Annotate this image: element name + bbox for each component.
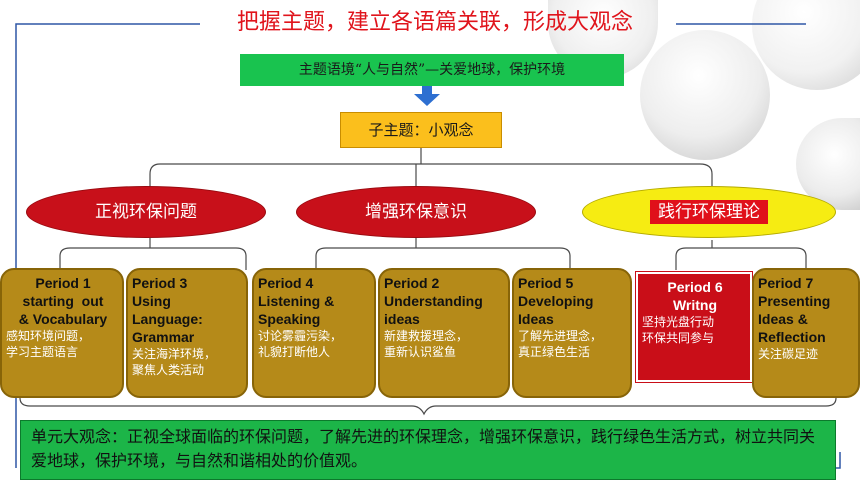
period-heading: Period 2 Understanding ideas (384, 275, 483, 327)
decor-sphere-medium (640, 30, 770, 160)
period-description: 了解先进理念， 真正绿色生活 (518, 329, 603, 359)
period-card-2: Period 3 Using Language: Grammar 关注海洋环境，… (126, 268, 248, 398)
period-card-4: Period 2 Understanding ideas 新建救援理念， 重新认… (378, 268, 510, 398)
period-card-1: Period 1 starting out & Vocabulary 感知环境问… (0, 268, 124, 398)
diagram-title: 把握主题，建立各语篇关联，形成大观念 (236, 10, 633, 35)
period-heading: Period 3 Using Language: Grammar (132, 275, 203, 345)
period-heading: Period 7 Presenting Ideas & Reflection (758, 275, 831, 345)
period-description: 关注海洋环境， 聚焦人类活动 (132, 347, 217, 377)
period-card-7: Period 7 Presenting Ideas & Reflection 关… (752, 268, 860, 398)
category-label-3: 践行环保理论 (650, 200, 768, 224)
period-heading: Period 5 Developing Ideas (518, 275, 594, 327)
period-heading: Period 6 Writng (667, 279, 723, 313)
subtopic-box: 子主题：小观念 (340, 112, 502, 148)
period-card-3: Period 4 Listening & Speaking 讨论雾霾污染， 礼貌… (252, 268, 376, 398)
period-description: 坚持光盘行动 环保共同参与 (642, 315, 715, 345)
unit-big-idea-box: 单元大观念：正视全球面临的环保问题，了解先进的环保理念，增强环保意识，践行绿色生… (20, 420, 836, 480)
theme-context-box: 主题语境“人与自然”—关爱地球，保护环境 (240, 54, 624, 86)
period-description: 新建救援理念， 重新认识鲨鱼 (384, 329, 469, 359)
period-card-5: Period 5 Developing Ideas 了解先进理念， 真正绿色生活 (512, 268, 632, 398)
period-heading: Period 1 starting out & Vocabulary (18, 275, 108, 327)
period-description: 感知环境问题， 学习主题语言 (6, 329, 91, 359)
category-ellipse-3: 践行环保理论 (582, 186, 836, 238)
period-card-6: Period 6 Writng 坚持光盘行动 环保共同参与 (636, 272, 752, 382)
period-heading: Period 4 Listening & Speaking (258, 275, 335, 327)
period-description: 讨论雾霾污染， 礼貌打断他人 (258, 329, 343, 359)
category-ellipse-1: 正视环保问题 (26, 186, 266, 238)
period-description: 关注碳足迹 (758, 347, 819, 361)
category-ellipse-2: 增强环保意识 (296, 186, 536, 238)
